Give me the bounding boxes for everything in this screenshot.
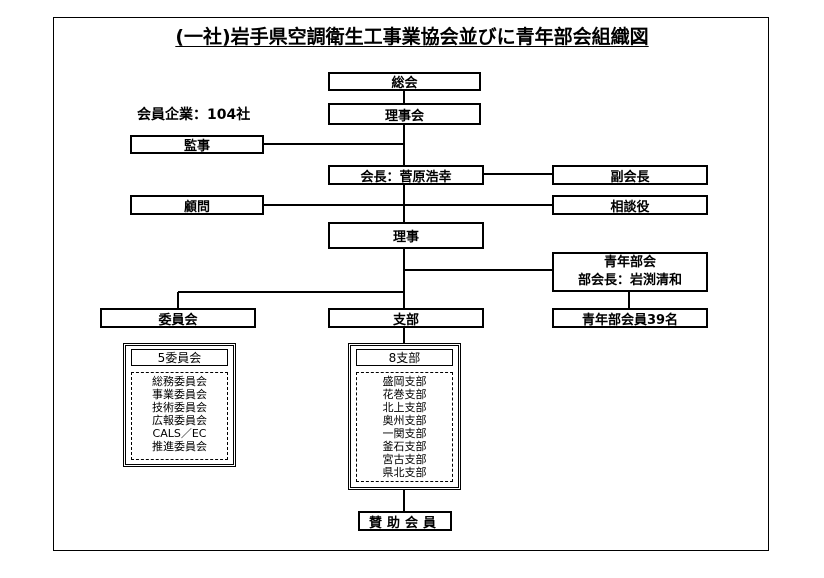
committees-box: 委員会	[100, 308, 256, 328]
branch-item: 北上支部	[382, 401, 427, 414]
committees-label: 委員会	[158, 312, 198, 328]
youth-division-chair-label: 部会長：岩渕清和	[577, 273, 682, 288]
board-box: 理事会	[328, 103, 481, 125]
committees-panel: 5委員会 総務委員会 事業委員会 技術委員会 広報委員会 CALS／EC 推進委…	[123, 343, 236, 467]
auditor-box: 監事	[130, 135, 264, 154]
chart-frame	[53, 17, 769, 551]
directors-label: 理事	[392, 230, 419, 245]
branches-label: 支部	[392, 312, 419, 328]
sponsors-label: 賛助会員	[368, 515, 441, 531]
general-meeting-box: 総会	[328, 72, 481, 91]
branch-item: 宮古支部	[382, 453, 427, 466]
branch-item: 盛岡支部	[382, 375, 427, 388]
sponsors-box: 賛助会員	[358, 511, 452, 531]
youth-members-label: 青年部会員39名	[581, 312, 679, 328]
consultant-box: 相談役	[552, 195, 708, 215]
general-meeting-label: 総会	[391, 76, 418, 91]
committees-panel-header-label: 5委員会	[157, 351, 202, 365]
vice-president-box: 副会長	[552, 165, 708, 185]
branches-panel-header-label: 8支部	[388, 351, 421, 365]
member-count-label: 会員企業：104社	[137, 107, 251, 123]
branch-item: 奥州支部	[382, 414, 427, 427]
committee-item: CALS／EC	[152, 427, 207, 440]
president-label: 会長：菅原浩幸	[360, 169, 452, 185]
branches-list: 盛岡支部 花巻支部 北上支部 奥州支部 一関支部 釜石支部 宮古支部 県北支部	[356, 372, 453, 482]
advisor-label: 顧問	[183, 199, 210, 215]
youth-members-box: 青年部会員39名	[552, 308, 708, 328]
advisor-box: 顧問	[130, 195, 264, 215]
committee-item: 推進委員会	[152, 440, 207, 453]
youth-division-box: 青年部会 部会長：岩渕清和	[552, 252, 708, 292]
branch-item: 県北支部	[382, 466, 427, 479]
vice-president-label: 副会長	[610, 169, 650, 185]
committees-list: 総務委員会 事業委員会 技術委員会 広報委員会 CALS／EC 推進委員会	[131, 372, 228, 460]
president-box: 会長：菅原浩幸	[328, 165, 484, 185]
committee-item: 広報委員会	[152, 414, 207, 427]
chart-title: (一社)岩手県空調衛生工事業協会並びに青年部会組織図	[175, 26, 649, 48]
directors-box: 理事	[328, 222, 484, 249]
branches-panel: 8支部 盛岡支部 花巻支部 北上支部 奥州支部 一関支部 釜石支部 宮古支部 県…	[348, 343, 461, 490]
auditor-label: 監事	[183, 139, 210, 154]
committees-panel-header: 5委員会	[131, 349, 228, 366]
branches-box: 支部	[328, 308, 484, 328]
committee-item: 技術委員会	[152, 401, 207, 414]
branch-item: 釜石支部	[382, 440, 427, 453]
board-label: 理事会	[384, 108, 424, 124]
consultant-label: 相談役	[610, 199, 650, 215]
committee-item: 総務委員会	[152, 375, 207, 388]
branch-item: 一関支部	[382, 427, 427, 440]
branch-item: 花巻支部	[382, 388, 427, 401]
committee-item: 事業委員会	[152, 388, 207, 401]
youth-division-label: 青年部会	[603, 255, 656, 270]
branches-panel-header: 8支部	[356, 349, 453, 366]
